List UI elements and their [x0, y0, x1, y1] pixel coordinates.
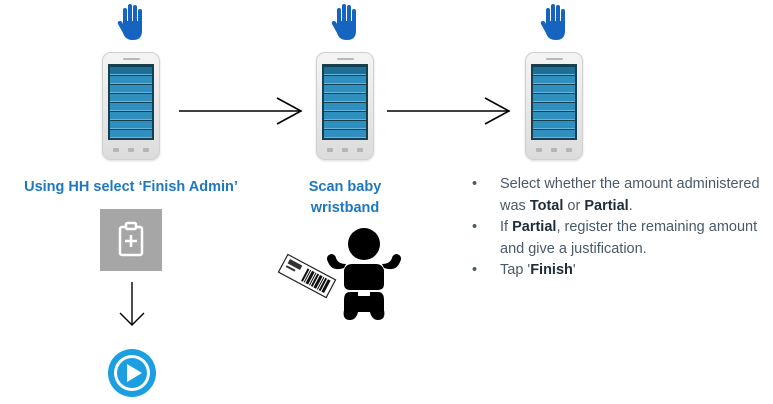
step2-caption-line1: Scan baby	[308, 179, 382, 195]
phone-icon	[525, 52, 583, 160]
instruction-text: or	[563, 197, 585, 214]
instruction-list: • Select whether the amount administered…	[472, 174, 770, 282]
hand-icon	[331, 4, 356, 40]
baby-icon	[327, 228, 401, 320]
step2-caption-line2: wristband	[310, 200, 380, 216]
instruction-emphasis: Partial	[512, 219, 557, 235]
instruction-text: '	[572, 262, 576, 278]
instruction-item: • Tap 'Finish'	[472, 260, 770, 282]
instruction-emphasis: Partial	[584, 197, 629, 214]
bullet-dot: •	[472, 176, 478, 192]
instruction-emphasis: Total	[529, 197, 564, 214]
phone-icon	[102, 52, 160, 160]
hand-icon	[540, 4, 565, 40]
right-arrow-icon	[387, 97, 511, 125]
phone-icon	[316, 52, 374, 160]
clipboard-plus-icon	[100, 209, 162, 271]
play-button-icon[interactable]	[106, 347, 158, 399]
down-arrow-icon	[119, 282, 145, 326]
bullet-dot: •	[472, 219, 478, 235]
bullet-dot: •	[472, 262, 478, 278]
instruction-emphasis: Finish	[530, 262, 573, 278]
right-arrow-icon	[179, 97, 303, 125]
instruction-item: • If Partial, register the remaining amo…	[472, 217, 770, 260]
instruction-text: .	[628, 197, 633, 214]
instruction-text: Tap '	[500, 262, 531, 278]
hand-icon	[117, 4, 142, 40]
instruction-text: If	[500, 219, 513, 235]
instruction-text: , register the remaining amount and give…	[500, 219, 758, 257]
step2-caption: Scan baby wristband	[290, 177, 400, 219]
instruction-item: • Select whether the amount administered…	[472, 174, 770, 217]
instruction-text: Select whether the amount administered w…	[500, 176, 760, 214]
wristband-barcode-icon	[277, 253, 337, 299]
step1-caption: Using HH select ‘Finish Admin’	[24, 179, 238, 195]
